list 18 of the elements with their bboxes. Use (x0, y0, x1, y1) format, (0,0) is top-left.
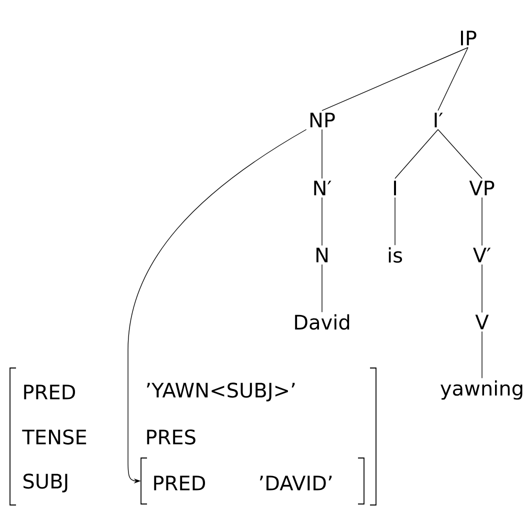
tree-label: is (388, 247, 402, 263)
tree-label: V′ (473, 248, 491, 262)
tree-label: N′ (314, 180, 332, 196)
tree-label: I′ (434, 112, 443, 128)
tree-label: David (295, 314, 350, 330)
tree-label: N (316, 248, 328, 262)
feature-matrix: PRED ’DAVID’ (140, 458, 364, 504)
tree-label: I (394, 180, 396, 196)
tree-line (438, 47, 468, 111)
tree-line (394, 129, 438, 179)
tree-label: NP (310, 112, 335, 128)
tree-line (394, 197, 396, 246)
tree-line (322, 47, 468, 111)
tree-label: yawning (440, 380, 522, 400)
tree-line (438, 129, 482, 179)
tree-label: VP (469, 180, 494, 196)
tree-label: V (475, 314, 489, 330)
tree-label: IP (461, 30, 476, 46)
